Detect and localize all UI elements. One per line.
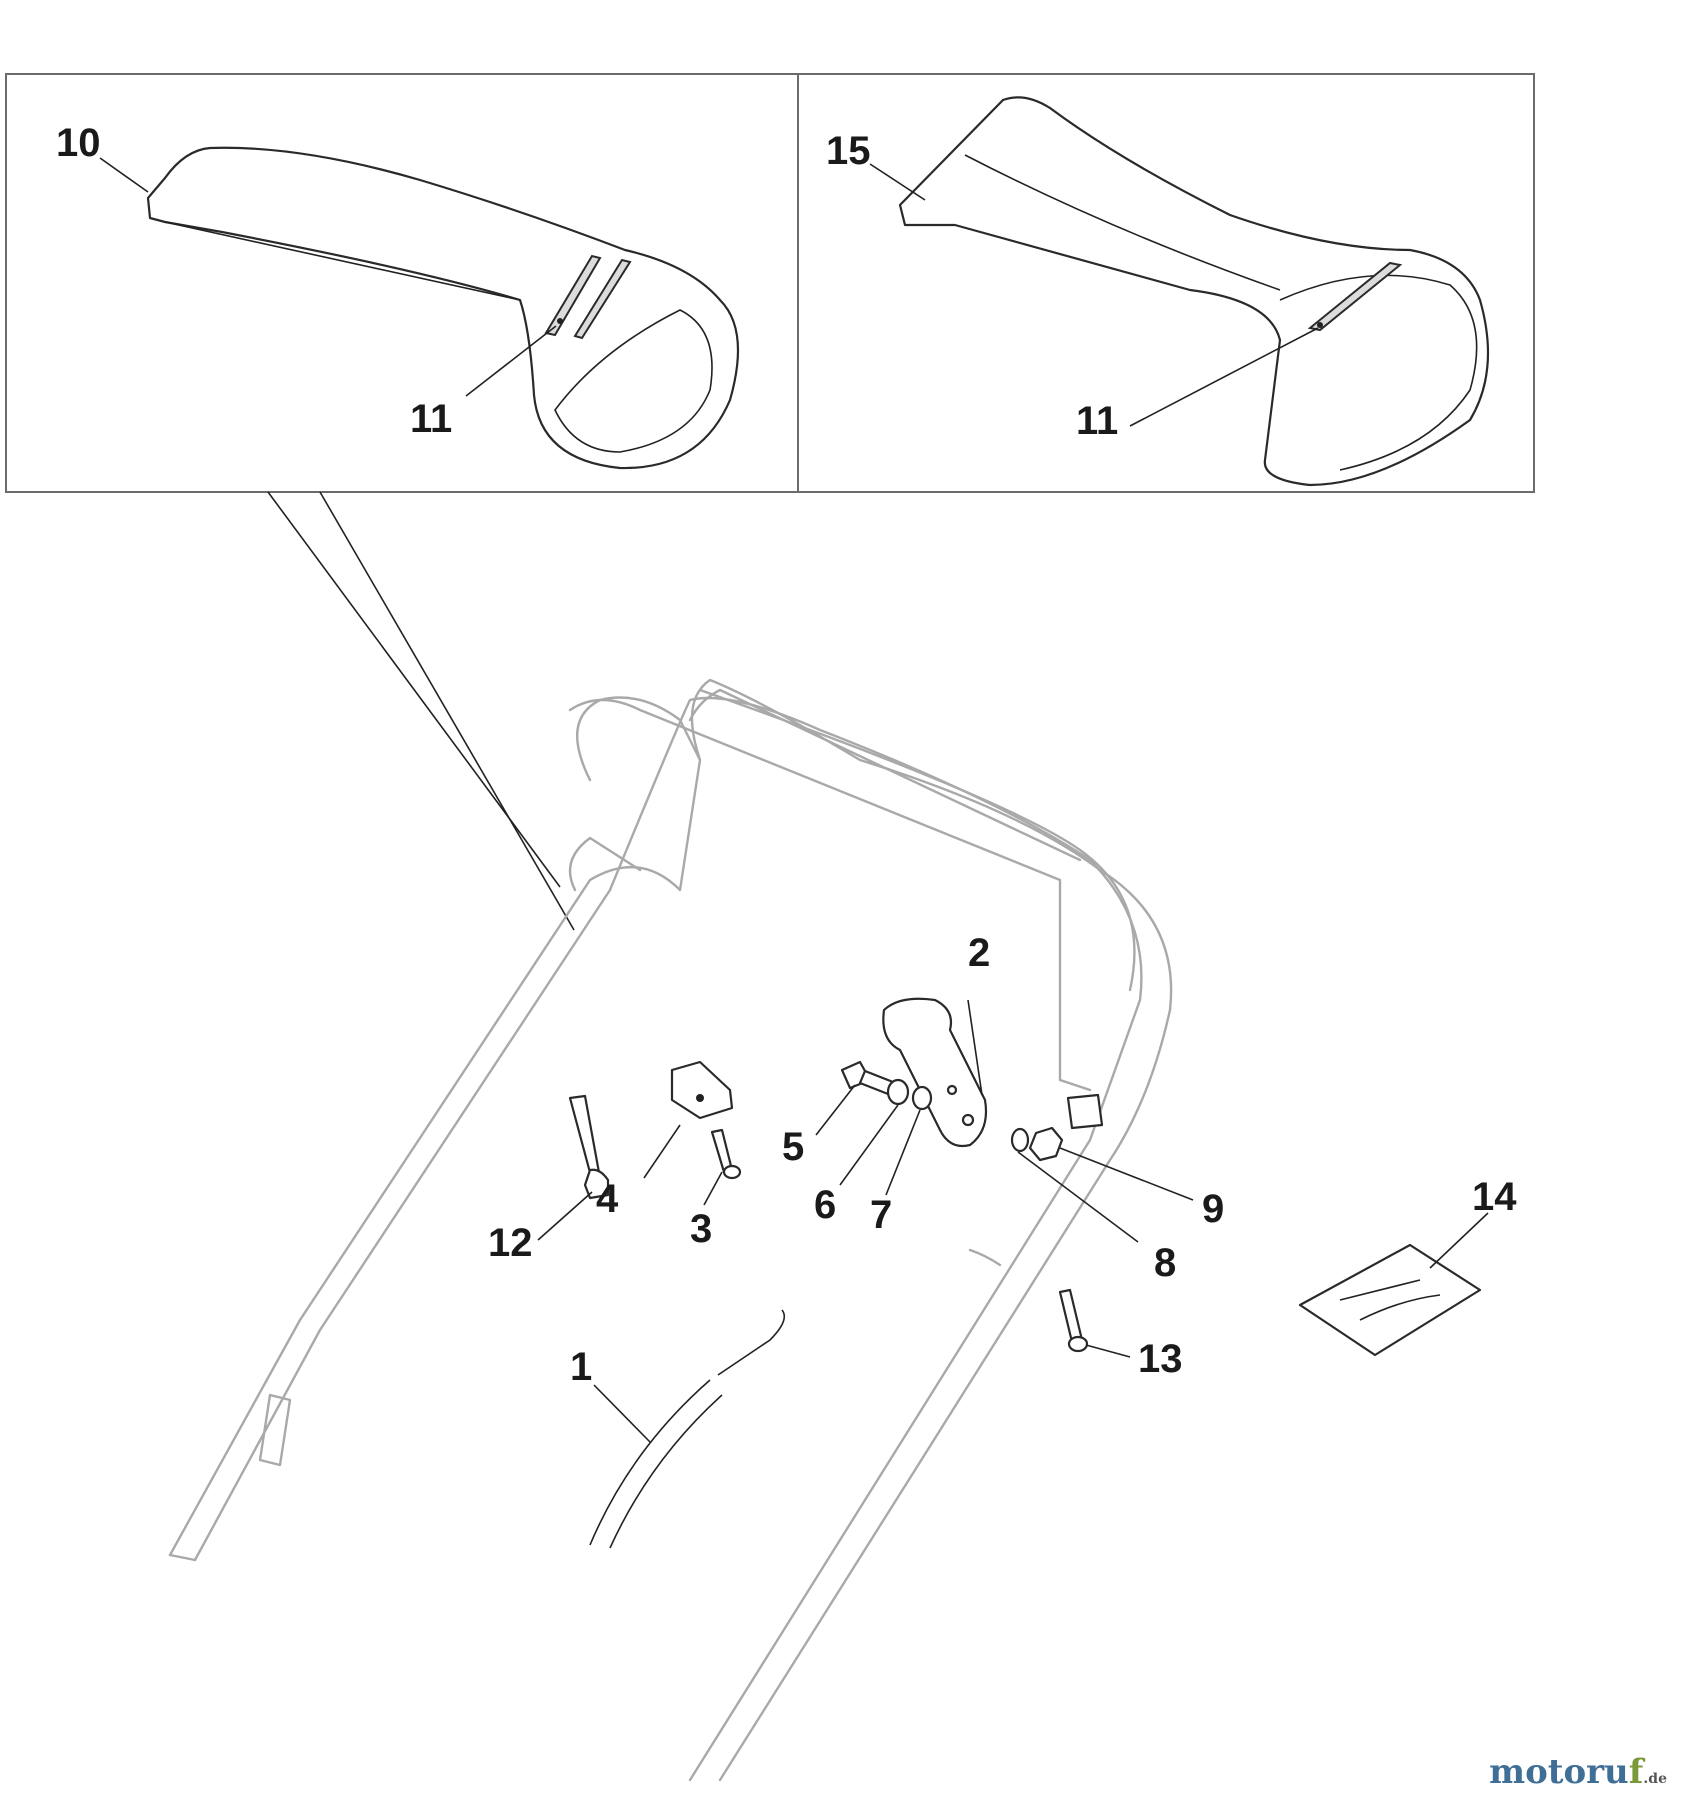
callout-13: 13 [1138, 1337, 1183, 1381]
callout-2: 2 [968, 931, 990, 975]
part-leader-lines [537, 999, 1489, 1443]
callout-5: 5 [782, 1125, 804, 1169]
watermark-logo: motoruf.de [1489, 1752, 1667, 1792]
inset-leader-lines [99, 157, 1319, 427]
watermark-accent: f [1628, 1752, 1644, 1792]
callout-labels: 10 11 15 11 2 5 6 7 9 8 12 4 3 13 14 1 [56, 121, 1517, 1389]
callout-15: 15 [826, 129, 871, 173]
callout-3: 3 [690, 1207, 712, 1251]
throttle-cable [589, 1309, 786, 1549]
callout-6: 6 [814, 1183, 836, 1227]
hardware-bag [1298, 1243, 1482, 1357]
callout-14: 14 [1472, 1175, 1517, 1219]
handle-grip-cover-long [898, 96, 1490, 487]
callout-10: 10 [56, 121, 101, 165]
detail-inset-frames [5, 73, 1535, 493]
callout-4: 4 [596, 1177, 619, 1221]
watermark-tld: .de [1643, 1771, 1667, 1787]
zoom-indicator-lines [267, 491, 575, 931]
callout-11-left: 11 [410, 397, 452, 441]
callout-9: 9 [1202, 1187, 1224, 1231]
callout-7: 7 [870, 1193, 892, 1237]
callout-12: 12 [488, 1221, 533, 1265]
cable-clamp-bracket [670, 1060, 734, 1120]
callout-11-right: 11 [1076, 399, 1118, 443]
screw-parts [568, 1094, 1089, 1353]
callout-1: 1 [570, 1345, 592, 1389]
watermark-main: motoru [1489, 1752, 1629, 1792]
handle-frame [168, 678, 1173, 1782]
throttle-lever-assembly [840, 997, 1104, 1162]
handle-grip-cover-short [146, 146, 740, 470]
callout-8: 8 [1154, 1241, 1176, 1285]
